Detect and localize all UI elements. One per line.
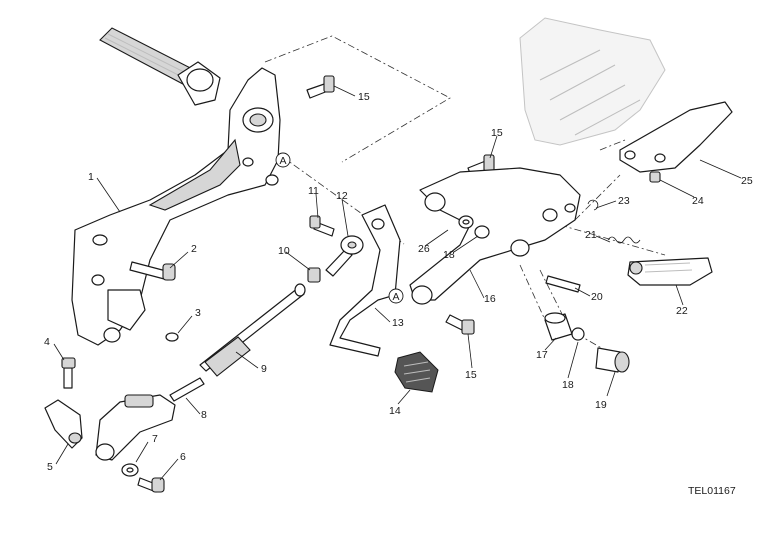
part-4-bolt	[61, 357, 76, 389]
callout-11: 11	[308, 185, 319, 197]
part-14-pedal-pad	[394, 351, 439, 393]
callout-4: 4	[44, 336, 50, 348]
ref-marker-a-upper: A	[275, 152, 291, 168]
callout-9: 9	[261, 363, 267, 375]
part-6-bolt	[137, 477, 165, 493]
part-9-push-rod	[199, 283, 306, 377]
callout-21: 21	[585, 229, 597, 241]
callout-15-middle: 15	[491, 127, 503, 139]
callout-8: 8	[201, 409, 207, 421]
part-8-master-cylinder	[95, 377, 205, 461]
callout-7: 7	[152, 433, 158, 445]
part-20-pin	[545, 275, 581, 293]
callout-15-lower: 15	[465, 369, 477, 381]
part-26-washer	[458, 215, 474, 229]
callout-12: 12	[336, 190, 348, 202]
part-12-rod-end	[325, 235, 364, 277]
part-15-bolt-lower	[445, 314, 475, 335]
reference-code: TEL01167	[688, 485, 736, 497]
callout-25: 25	[741, 175, 753, 187]
heel-guard-ghost	[519, 17, 666, 146]
part-7-washer	[121, 463, 139, 477]
callout-19: 19	[595, 399, 607, 411]
callout-13: 13	[392, 317, 404, 329]
ref-marker-a-lower: A	[388, 288, 404, 304]
callout-18-upper: 18	[443, 249, 455, 261]
part-21-spring	[607, 236, 641, 244]
part-19-pivot-pin	[595, 347, 630, 373]
part-22-footpeg	[627, 257, 713, 286]
part-17-bush	[544, 312, 573, 341]
part-18-washer-lower	[571, 327, 585, 341]
callout-26: 26	[418, 243, 430, 255]
part-1-bracket	[71, 67, 281, 346]
callout-16: 16	[484, 293, 496, 305]
callout-18-lower: 18	[562, 379, 574, 391]
callout-1: 1	[88, 171, 94, 183]
part-16-right-bracket	[409, 167, 581, 305]
part-18-washer-upper	[474, 225, 490, 239]
part-15-bolt-upper	[306, 75, 335, 99]
svg-text:A: A	[392, 291, 399, 303]
callout-20: 20	[591, 291, 603, 303]
part-5-clevis	[44, 399, 83, 449]
part-23-clip	[587, 199, 599, 211]
callout-24: 24	[692, 195, 704, 207]
callout-3: 3	[195, 307, 201, 319]
part-24-screw	[649, 171, 661, 183]
part-3-plug	[165, 332, 179, 342]
callout-22: 22	[676, 305, 688, 317]
callouts: 1 2 3 4 5 6 7 8 9 10 11 12 13 14 15 15 1…	[44, 91, 753, 473]
svg-text:A: A	[279, 155, 286, 167]
pivot-pin-upper	[99, 27, 221, 106]
callout-15-upper: 15	[358, 91, 370, 103]
callout-6: 6	[180, 451, 186, 463]
part-13-brake-lever	[329, 204, 401, 357]
callout-23: 23	[618, 195, 630, 207]
callout-10: 10	[278, 245, 290, 257]
callout-14: 14	[389, 405, 401, 417]
part-2-bolt	[129, 261, 176, 281]
part-10-nut	[307, 267, 321, 283]
leader-lines	[53, 85, 742, 481]
part-11-bolt	[309, 215, 335, 237]
part-25-heel-plate	[619, 101, 733, 173]
callout-2: 2	[191, 243, 197, 255]
callout-17: 17	[536, 349, 548, 361]
pivot-sleeve	[510, 239, 530, 257]
callout-5: 5	[47, 461, 53, 473]
